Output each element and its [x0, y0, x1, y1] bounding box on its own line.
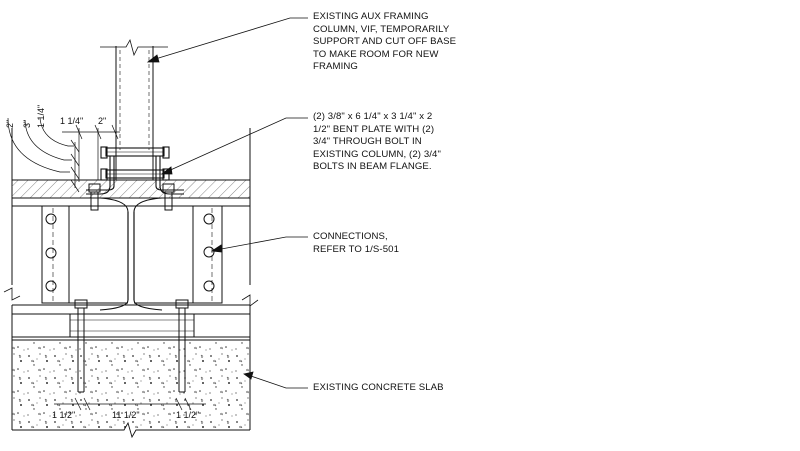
- note-line: TO MAKE ROOM FOR NEW: [313, 48, 439, 60]
- note-line: EXISTING COLUMN, (2) 3/4": [313, 148, 441, 160]
- dim-top-right: 2": [98, 116, 106, 126]
- hatched-existing-layer: [12, 179, 250, 198]
- vertical-dimension-lines: [7, 117, 80, 193]
- dim-vert-a: 2": [5, 120, 15, 128]
- note-line: EXISTING CONCRETE SLAB: [313, 382, 444, 393]
- note-line: 1/2" BENT PLATE WITH (2): [313, 123, 435, 135]
- leader-bent-plate: [160, 117, 308, 175]
- leader-slab: [243, 371, 308, 389]
- beam-web: [99, 197, 163, 311]
- dim-vert-c: 1 1/4": [36, 105, 46, 128]
- note-line: BOLTS IN BEAM FLANGE.: [313, 161, 432, 172]
- existing-aux-column: [100, 38, 168, 180]
- existing-concrete-slab: [12, 339, 250, 439]
- dimension-labels: 1 1/4" 2" 2" 3" 1 1/4" 1 1/2" 11 1/2" 1 …: [5, 105, 199, 420]
- note-line: 3/4" THROUGH BOLT IN: [313, 136, 422, 147]
- bottom-dimension-lines: [54, 397, 206, 411]
- note-line: SUPPORT AND CUT OFF BASE: [313, 36, 457, 47]
- flange-bolts-top: [88, 183, 175, 211]
- note-line: COLUMN, VIF, TEMPORARILY: [313, 23, 450, 35]
- leader-connections: [210, 236, 308, 253]
- dim-bottom-mid: 11 1/2": [112, 410, 140, 420]
- note-line: CONNECTIONS,: [313, 231, 388, 242]
- note-line: EXISTING AUX FRAMING: [313, 11, 429, 22]
- note-line: REFER TO 1/S-501: [313, 243, 400, 255]
- bent-plate-assembly: [86, 146, 184, 195]
- left-plate-bolts: [45, 213, 57, 292]
- beam-bottom-flange: [12, 304, 250, 338]
- note-line: FRAMING: [313, 61, 358, 72]
- dim-bottom-right: 1 1/2": [176, 410, 199, 420]
- dim-top-left: 1 1/4": [60, 116, 83, 126]
- left-connection-plate: [41, 205, 128, 304]
- right-plate-bolts: [203, 213, 215, 292]
- dim-vert-b: 3": [22, 120, 32, 128]
- beam-top-flange: [12, 197, 250, 207]
- leader-aux-column: [146, 17, 308, 63]
- dim-bottom-left: 1 1/2": [52, 410, 75, 420]
- note-slab: EXISTING CONCRETE SLAB: [313, 382, 444, 395]
- note-connections: CONNECTIONS, REFER TO 1/S-501: [313, 231, 399, 256]
- note-aux-column: EXISTING AUX FRAMING COLUMN, VIF, TEMPOR…: [313, 11, 456, 74]
- top-dimension-lines: [62, 124, 120, 182]
- right-connection-plate: [134, 205, 223, 304]
- note-line: (2) 3/8" x 6 1/4" x 3 1/4" x 2: [313, 111, 433, 122]
- note-bent-plate: (2) 3/8" x 6 1/4" x 3 1/4" x 2 1/2" BENT…: [313, 111, 441, 174]
